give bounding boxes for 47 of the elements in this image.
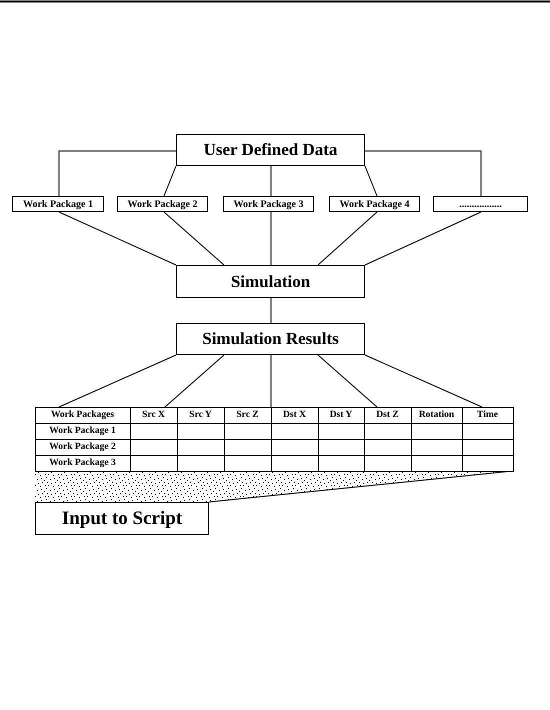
column-header: Dst Z: [364, 407, 411, 423]
process-box: [176, 323, 365, 355]
row-header: Work Package 2: [35, 439, 130, 455]
box-label: Work Package 3: [234, 198, 304, 210]
column-header: Dst X: [271, 407, 318, 423]
process-box: [176, 134, 365, 166]
process-box: [176, 265, 365, 298]
results-table: [35, 407, 513, 471]
connector-line: [270, 212, 272, 266]
column-header: Dst Y: [318, 407, 364, 423]
connector-line: [318, 212, 378, 266]
process-box: [117, 196, 208, 212]
box-label: Work Package 2: [128, 198, 198, 210]
process-box: [35, 502, 209, 535]
connector-line: [364, 166, 378, 196]
connector-line: [164, 354, 224, 408]
connector-line: [364, 150, 482, 196]
process-box: [12, 196, 104, 212]
column-header: Rotation: [411, 407, 462, 423]
process-box: [329, 196, 420, 212]
connector-line: [164, 166, 176, 196]
process-box: [433, 196, 528, 212]
box-label: Simulation: [230, 272, 310, 292]
process-box: [223, 196, 314, 212]
column-header: Src Y: [177, 407, 224, 423]
column-header: Work Packages: [35, 407, 130, 423]
connector-line: [58, 150, 176, 196]
column-header: Src X: [130, 407, 177, 423]
box-label: Simulation Results: [202, 329, 339, 349]
connector-line: [318, 354, 378, 408]
box-label: Work Package 4: [340, 198, 410, 210]
connector-line: [270, 298, 272, 324]
column-header: Time: [462, 407, 513, 423]
column-header: Src Z: [224, 407, 271, 423]
connector-line: [270, 354, 272, 408]
box-label: Input to Script: [62, 508, 182, 530]
connector-line: [364, 354, 482, 408]
box-label: .................: [459, 198, 502, 210]
connector-line: [164, 212, 224, 266]
box-label: Work Package 1: [23, 198, 93, 210]
box-label: User Defined Data: [204, 140, 338, 160]
row-header: Work Package 3: [35, 455, 130, 471]
connector-line: [58, 212, 176, 266]
connector-line: [58, 354, 176, 408]
row-header: Work Package 1: [35, 423, 130, 439]
connector-line: [364, 212, 482, 266]
connector-line: [270, 166, 272, 196]
